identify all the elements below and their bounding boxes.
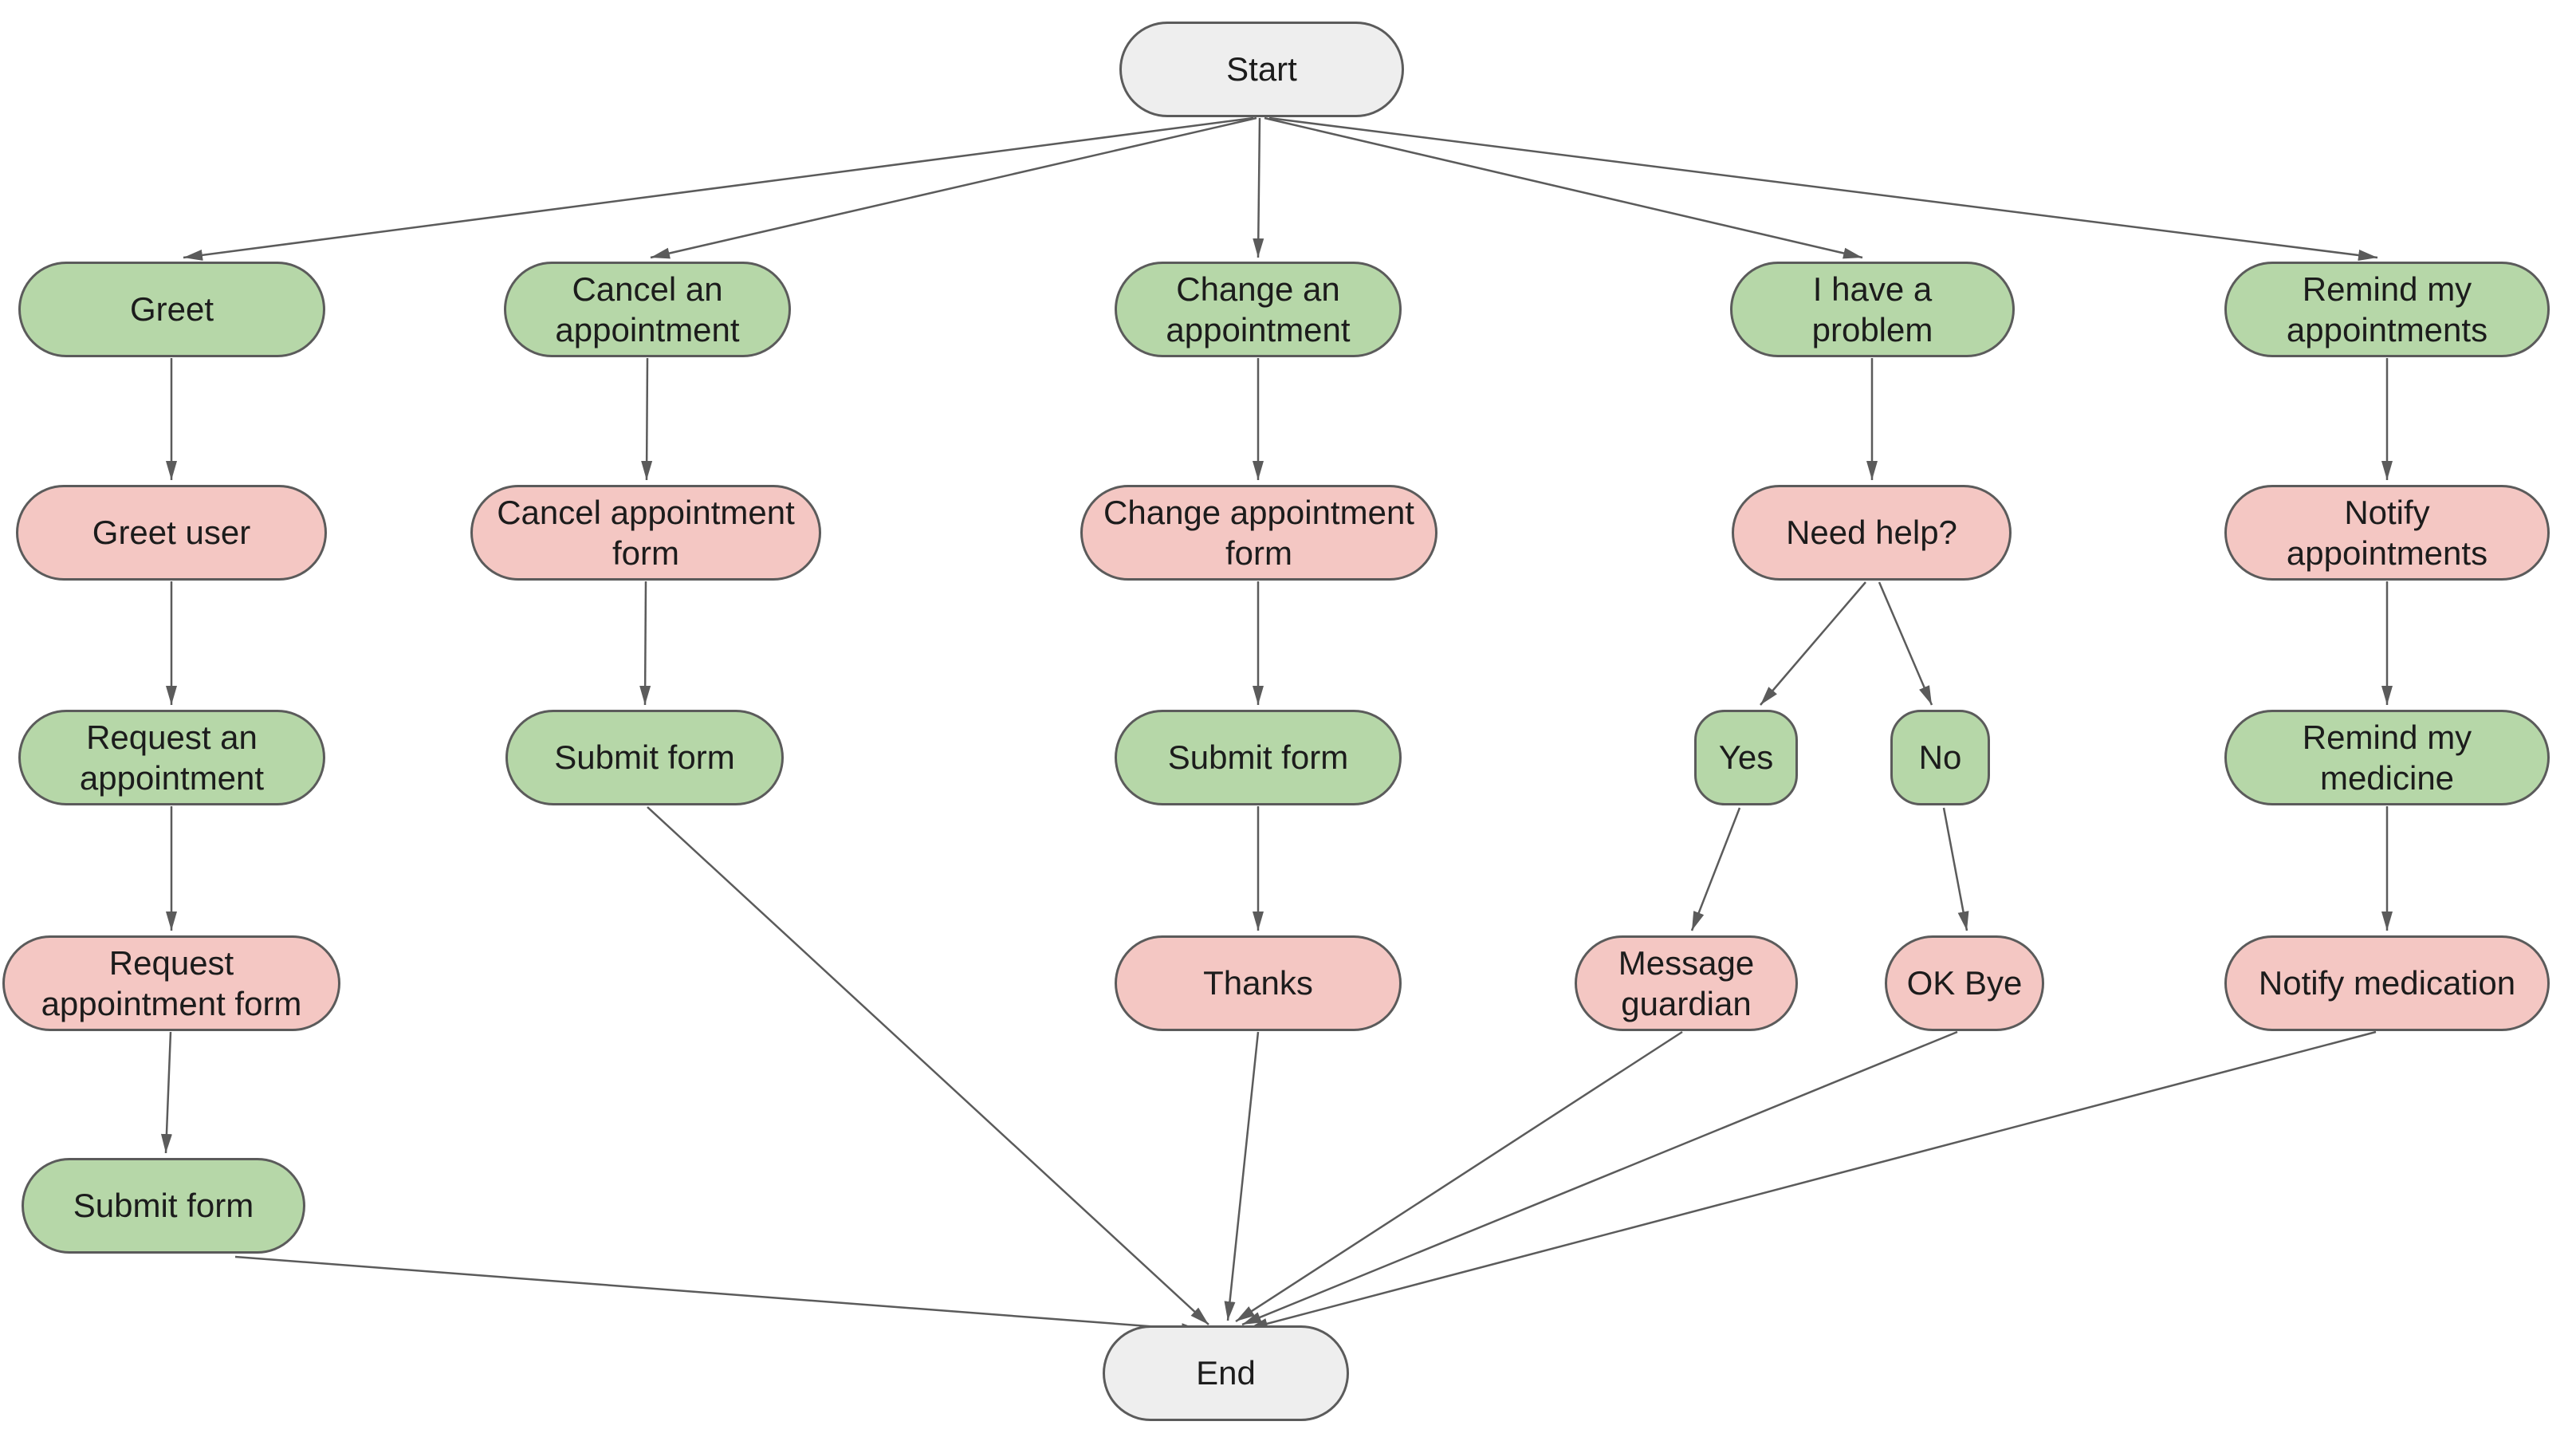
node-greet: Greet <box>18 262 325 357</box>
edge-message-guardian-end <box>1235 1030 1683 1323</box>
node-message-guardian: Message guardian <box>1575 935 1798 1031</box>
edge-ok-bye-end <box>1241 1030 1958 1326</box>
node-change-appointment-form: Change appointment form <box>1080 485 1437 581</box>
edge-no-ok-bye <box>1942 807 1969 931</box>
edge-thanks-end <box>1224 1031 1260 1321</box>
edge-submit-form-1-end <box>234 1255 1201 1335</box>
edge-start-cancel-appointment <box>650 116 1257 259</box>
node-cancel-appointment: Cancel an appointment <box>504 262 791 357</box>
node-cancel-appointment-form: Cancel appointment form <box>470 485 821 581</box>
node-submit-form-3: Submit form <box>1115 710 1402 805</box>
node-no: No <box>1890 710 1990 805</box>
node-change-appointment: Change an appointment <box>1115 262 1402 357</box>
edge-submit-form-2-end <box>647 806 1209 1325</box>
edge-cancel-appointment-form-submit-form <box>639 581 651 706</box>
edge-need-help-yes <box>1760 581 1866 706</box>
node-start: Start <box>1119 22 1404 117</box>
node-thanks: Thanks <box>1115 935 1402 1031</box>
node-request-an-appointment: Request an appointment <box>18 710 325 805</box>
edge-notify-medication-end <box>1248 1030 2377 1330</box>
node-notify-medication: Notify medication <box>2224 935 2550 1031</box>
node-remind-my-medicine: Remind my medicine <box>2224 710 2550 805</box>
node-yes: Yes <box>1694 710 1798 805</box>
node-submit-form-2: Submit form <box>505 710 784 805</box>
edge-request-appointment-form-submit-form <box>160 1031 172 1154</box>
node-end: End <box>1103 1325 1349 1421</box>
node-ok-bye: OK Bye <box>1885 935 2044 1031</box>
edge-start-i-have-a-problem <box>1264 116 1863 259</box>
edge-yes-message-guardian <box>1690 807 1741 931</box>
node-greet-user: Greet user <box>16 485 327 581</box>
node-submit-form-1: Submit form <box>22 1158 305 1254</box>
node-notify-appointments: Notify appointments <box>2224 485 2550 581</box>
node-request-appointment-form: Request appointment form <box>2 935 340 1031</box>
edge-need-help-no <box>1878 581 1933 706</box>
node-remind-my-appointments: Remind my appointments <box>2224 262 2550 357</box>
edge-start-greet <box>183 116 1254 261</box>
node-i-have-a-problem: I have a problem <box>1730 262 2015 357</box>
edge-start-change-appointment <box>1253 117 1264 258</box>
node-need-help: Need help? <box>1732 485 2012 581</box>
edge-start-remind-my-appointments <box>1268 116 2378 261</box>
